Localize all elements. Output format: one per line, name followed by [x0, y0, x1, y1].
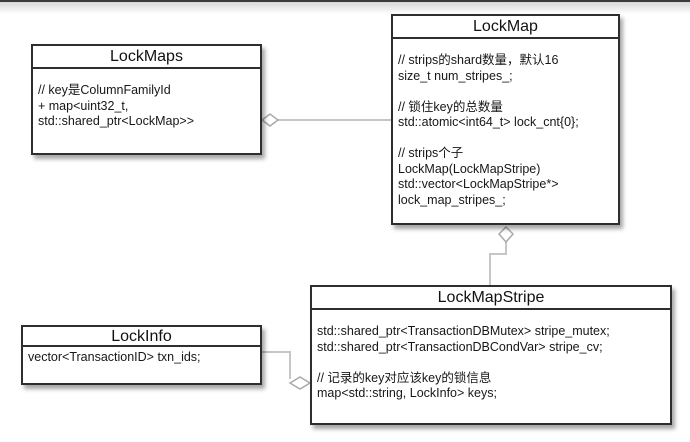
code-line: LockMap(LockMapStripe) [398, 161, 541, 176]
window-top-edge [0, 0, 690, 2]
code-line [398, 131, 614, 147]
code-line: std::atomic<int64_t> lock_cnt{0}; [398, 115, 579, 129]
code-line: size_t num_stripes_; [398, 68, 513, 83]
class-box-lockmaps[interactable]: LockMaps // key是ColumnFamilyId+ map<uint… [31, 44, 262, 155]
class-title-lockinfo: LockInfo [23, 327, 260, 347]
class-title-lockmapstripe: LockMapStripe [312, 287, 670, 310]
aggregation-diamond-lockmap [497, 225, 515, 244]
code-line: lock_map_stripes_; [398, 192, 506, 207]
code-line: std::vector<LockMapStripe*> [398, 177, 559, 191]
code-line: vector<TransactionID> txn_ids; [28, 350, 201, 364]
class-title-lockmaps: LockMaps [33, 46, 260, 69]
aggregation-diamond-lockmaps [260, 113, 280, 127]
class-box-lockinfo[interactable]: LockInfo vector<TransactionID> txn_ids; [21, 325, 262, 385]
code-line: // 记录的key对应该key的锁信息 [317, 370, 492, 385]
code-line: // strips个子 [398, 146, 464, 160]
window-top-gradient [0, 2, 690, 14]
class-box-lockmapstripe[interactable]: LockMapStripe std::shared_ptr<Transactio… [310, 285, 672, 425]
code-line: std::shared_ptr<LockMap>> [38, 114, 194, 128]
class-body-lockmaps: // key是ColumnFamilyId+ map<uint32_t,std:… [33, 69, 260, 153]
code-line [398, 84, 614, 100]
code-line: std::shared_ptr<TransactionDBMutex> stri… [317, 324, 610, 338]
code-line: std::shared_ptr<TransactionDBCondVar> st… [317, 339, 603, 354]
class-title-lockmap: LockMap [393, 16, 618, 39]
aggregation-diamond-lockmapstripe [288, 376, 312, 390]
class-body-lockinfo: vector<TransactionID> txn_ids; [23, 347, 260, 383]
code-line: // key是ColumnFamilyId [38, 83, 171, 97]
code-line: map<std::string, LockInfo> keys; [317, 386, 497, 400]
code-line [317, 355, 666, 371]
connector-lockinfo-lockmapstripe [262, 351, 291, 379]
code-line: // 锁住key的总数量 [398, 99, 503, 114]
connector-lockmap-lockmapstripe [489, 241, 507, 285]
code-line: // strips的shard数量，默认16 [398, 53, 559, 67]
code-line: + map<uint32_t, [38, 98, 129, 113]
class-body-lockmapstripe: std::shared_ptr<TransactionDBMutex> stri… [312, 310, 670, 423]
